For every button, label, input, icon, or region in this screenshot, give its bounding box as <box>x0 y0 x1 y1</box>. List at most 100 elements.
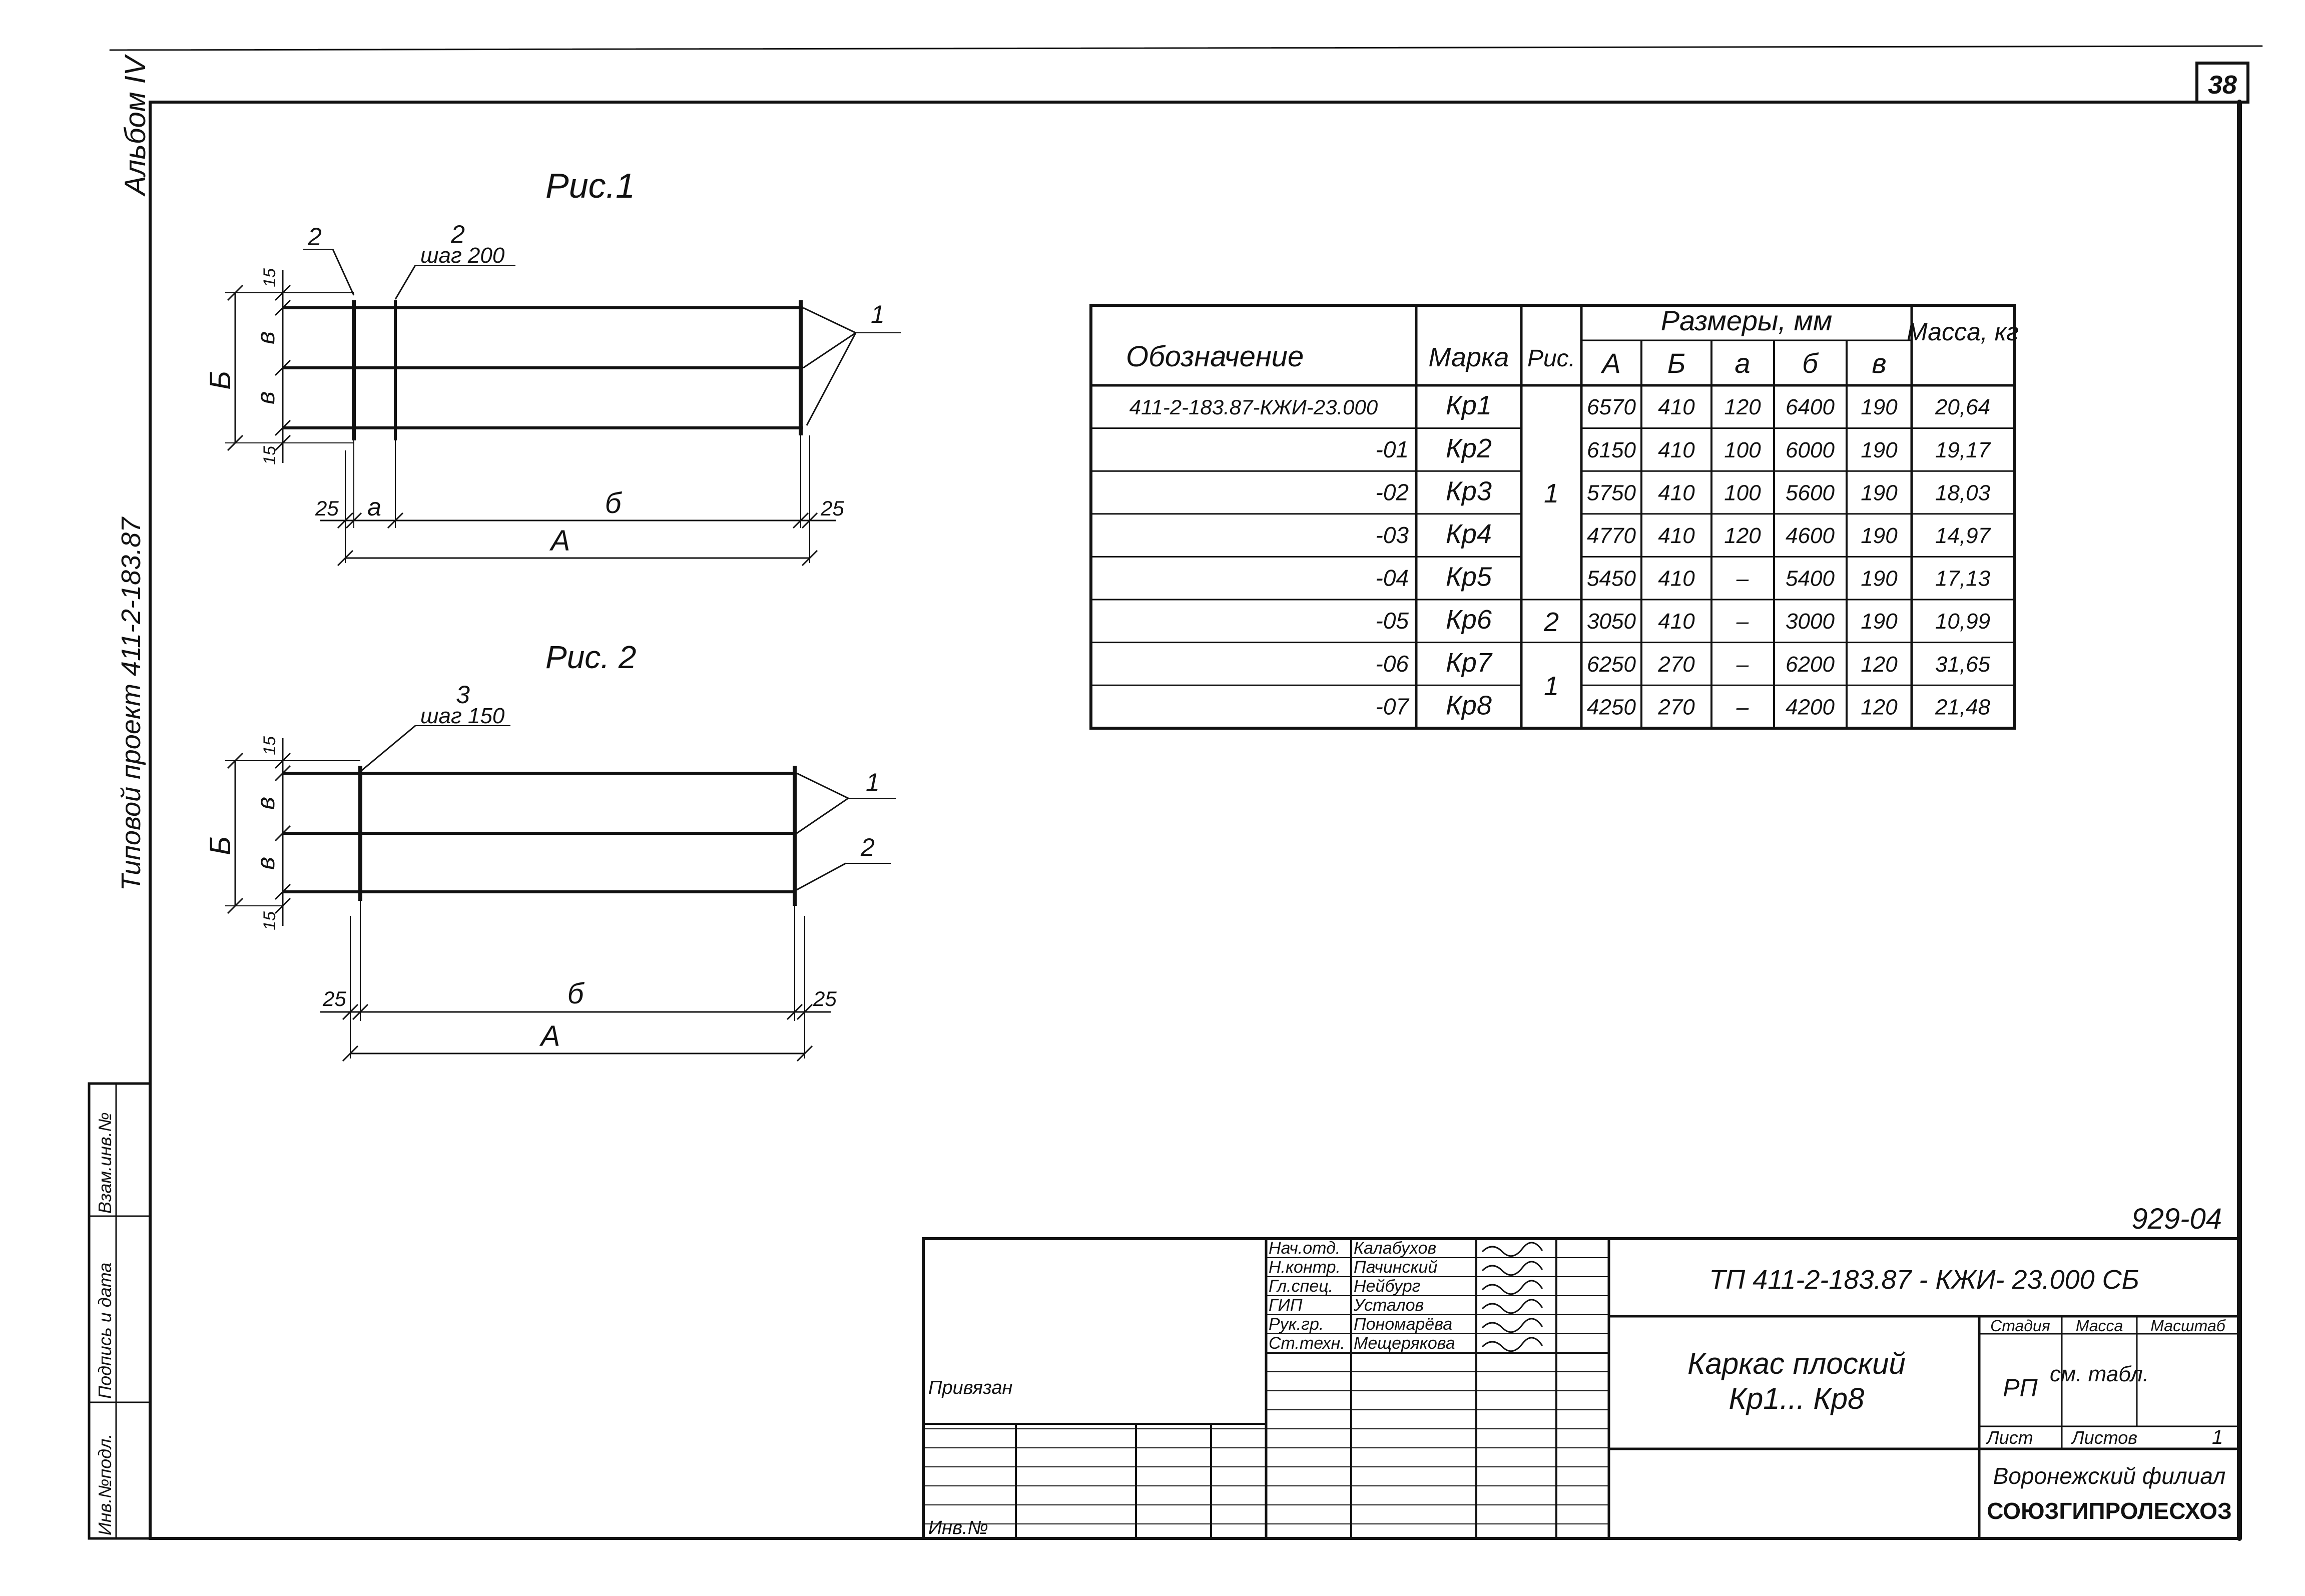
fig1-callout-2b-note: шаг 200 <box>420 243 505 268</box>
row-a: 120 <box>1724 395 1761 419</box>
row-v: 190 <box>1861 523 1898 548</box>
row-b: 6400 <box>1786 395 1835 419</box>
row-v: 190 <box>1861 567 1898 591</box>
row-B: 410 <box>1658 438 1695 462</box>
org-line-1: Воронежский филиал <box>1993 1463 2226 1489</box>
fig1-callout-2b: 2 <box>450 220 465 248</box>
sheet-label: Лист <box>1986 1427 2033 1448</box>
signer-name: Мещерякова <box>1354 1334 1455 1353</box>
title-block-text: 929-04 Привязан Инв.№ ТП 411-2-183.87 - … <box>928 1203 2232 1538</box>
row-v: 190 <box>1861 395 1898 419</box>
signer-name: Калабухов <box>1354 1239 1436 1258</box>
row-B: 270 <box>1657 695 1695 719</box>
stage-value: РП <box>2003 1374 2038 1402</box>
row-a: – <box>1736 652 1749 677</box>
fig1-dim-A: А <box>549 524 570 557</box>
fig2-dim-b: б <box>567 977 585 1010</box>
row-a: 100 <box>1724 438 1761 462</box>
signer-role: Гл.спец. <box>1269 1277 1333 1296</box>
scale-label: Масштаб <box>2150 1317 2225 1335</box>
row-mass: 14,97 <box>1935 523 1991 548</box>
fig1-dim-b: б <box>605 487 623 519</box>
row-v: 120 <box>1861 652 1898 677</box>
fig2-dim-B: Б <box>204 836 237 855</box>
row-A: 5450 <box>1587 567 1636 591</box>
row-A: 6570 <box>1587 395 1636 419</box>
row-a: 100 <box>1724 480 1761 505</box>
signature <box>1481 1242 1543 1257</box>
row-mass: 19,17 <box>1935 438 1991 462</box>
page-number-box <box>2195 62 2249 104</box>
row-designation: -04 <box>1376 565 1409 591</box>
row-A: 4250 <box>1587 695 1636 719</box>
header-mark: Марка <box>1428 342 1509 372</box>
fig2-dim-15-top: 15 <box>260 736 279 755</box>
row-mass: 10,99 <box>1935 609 1990 634</box>
row-v: 190 <box>1861 609 1898 634</box>
title-block <box>922 1237 2241 1540</box>
header-mass: Масса, кг <box>1907 318 2019 346</box>
fig2-dim-v1: в <box>252 797 280 810</box>
drawing-title-1: Каркас плоский <box>1687 1347 1906 1380</box>
row-designation: -03 <box>1376 522 1409 548</box>
row-a: 120 <box>1724 523 1761 548</box>
fig1-caption: Рис.1 <box>545 166 635 205</box>
figure-1-labels: Рис.1 2 2 шаг 200 1 Б в в 15 15 25 а б 2… <box>204 166 885 557</box>
signer-name: Нейбург <box>1354 1277 1420 1296</box>
header-a: а <box>1735 347 1750 379</box>
row-b: 4600 <box>1786 523 1835 548</box>
fig2-dim-A: А <box>539 1020 560 1052</box>
album-label: Альбом IV <box>119 54 152 197</box>
fig1-dim-a: а <box>367 493 381 521</box>
signature <box>1481 1280 1543 1295</box>
signer-name: Пономарёва <box>1354 1315 1452 1334</box>
signer-role: Нач.отд. <box>1269 1239 1340 1258</box>
fig1-callout-2a: 2 <box>307 223 322 251</box>
row-v: 190 <box>1861 480 1898 505</box>
row-b: 5600 <box>1786 480 1835 505</box>
fig1-dim-25-right: 25 <box>820 496 844 520</box>
figure-1 <box>225 249 901 567</box>
stamp-label-replace: Взам.инв.№ <box>95 1112 115 1214</box>
row-mark: Кр4 <box>1446 519 1492 549</box>
row-b: 3000 <box>1786 609 1835 634</box>
row-mark: Кр3 <box>1446 476 1492 506</box>
fig2-dim-25-right: 25 <box>813 987 837 1010</box>
row-B: 410 <box>1658 523 1695 548</box>
row-a: – <box>1736 695 1749 719</box>
row-mark: Кр6 <box>1446 605 1492 635</box>
header-B: Б <box>1667 347 1685 379</box>
sheets-label: Листов <box>2071 1427 2137 1448</box>
figure-2 <box>225 725 896 1062</box>
signer-role: ГИП <box>1269 1296 1303 1315</box>
row-mass: 21,48 <box>1935 695 1991 719</box>
signer-name: Усталов <box>1353 1296 1424 1315</box>
doc-number: 929-04 <box>2131 1203 2222 1235</box>
row-designation: -02 <box>1376 479 1409 505</box>
row-A: 4770 <box>1587 523 1636 548</box>
fig2-callout-3-note: шаг 150 <box>420 704 505 728</box>
spec-table <box>1089 304 2016 730</box>
header-fig: Рис. <box>1527 345 1575 372</box>
row-B: 270 <box>1657 652 1695 677</box>
fig1-dim-v1: в <box>252 331 280 344</box>
row-A: 6250 <box>1587 652 1636 677</box>
row-B: 410 <box>1658 567 1695 591</box>
row-mark: Кр1 <box>1446 390 1492 420</box>
row-b: 4200 <box>1786 695 1835 719</box>
row-mark: Кр7 <box>1446 648 1493 678</box>
row-mass: 18,03 <box>1935 480 1991 505</box>
inv-no-label: Инв.№ <box>928 1517 988 1538</box>
page-number: 38 <box>2208 71 2237 100</box>
fig1-callout-1: 1 <box>871 300 885 328</box>
fig2-dim-v2: в <box>252 857 280 870</box>
row-designation: -05 <box>1376 608 1409 634</box>
fig1-dim-B: Б <box>204 371 237 390</box>
stage-label: Стадия <box>1990 1317 2050 1335</box>
row-mark: Кр2 <box>1446 433 1492 463</box>
stamp-label-inv: Инв.№подл. <box>95 1434 115 1535</box>
spec-table-text: Обозначение Марка Рис. Размеры, мм Масса… <box>1126 305 2019 720</box>
row-b: 6200 <box>1786 652 1835 677</box>
fig1-dim-25-left: 25 <box>315 496 339 520</box>
